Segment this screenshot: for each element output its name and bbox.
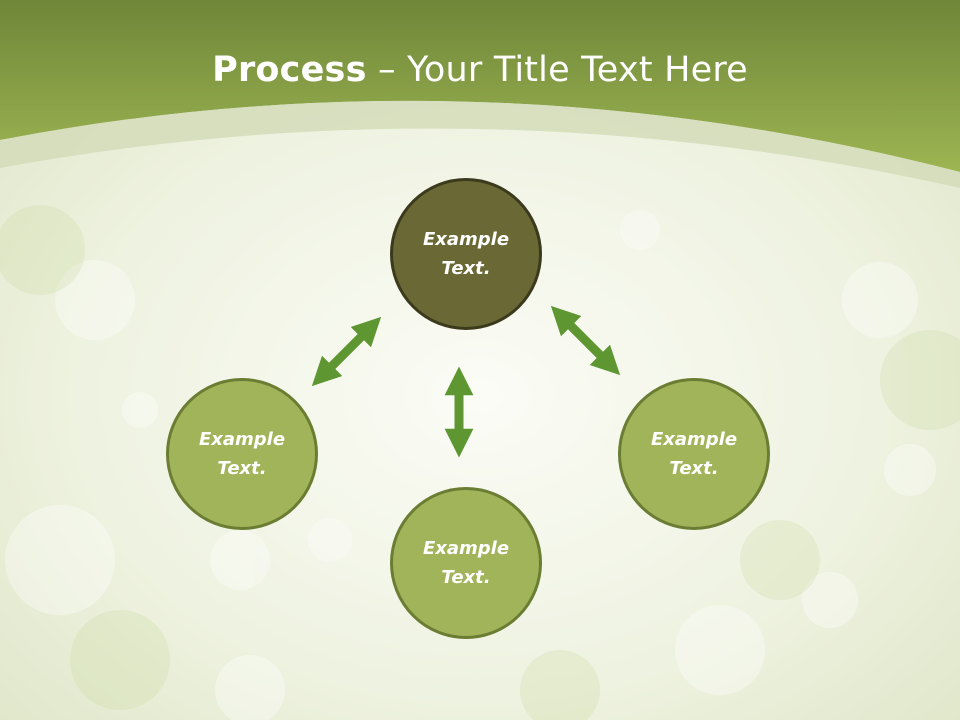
title-bold: Process xyxy=(212,50,367,90)
slide-title: Process – Your Title Text Here xyxy=(0,50,960,90)
title-rest: Your Title Text Here xyxy=(406,50,748,90)
title-dash: – xyxy=(366,50,407,90)
